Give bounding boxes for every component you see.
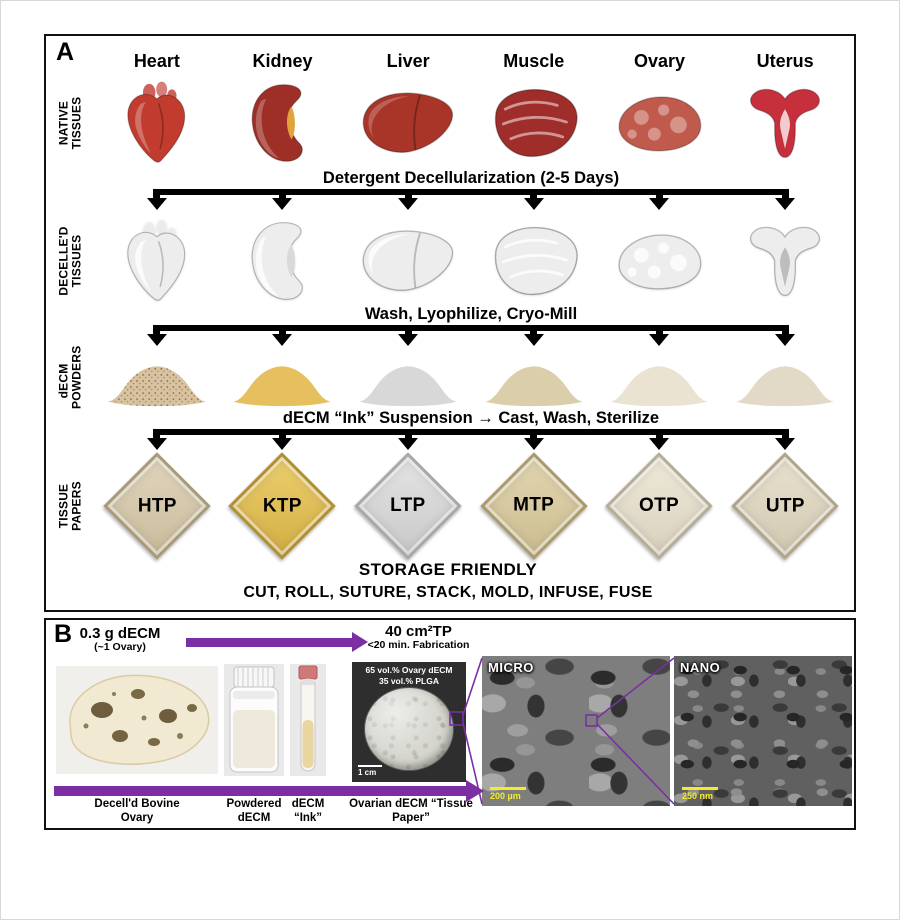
muscle-decelled-illustration	[483, 218, 585, 304]
step-decellularization: Detergent Decellularization (2-5 Days)	[48, 169, 848, 216]
heart-powder-pile	[104, 355, 210, 407]
uterus-powder-pile	[732, 355, 838, 407]
caption-powder: Powdered dECM	[226, 798, 282, 824]
disc-composition-line2: 35 vol.% PLGA	[379, 675, 439, 686]
tissue-paper-ktp: KTP	[228, 452, 337, 560]
kidney-decelled-illustration	[231, 218, 333, 304]
tissue-paper-htp: HTP	[103, 452, 211, 560]
decm-powders-row: dECM POWDERS	[48, 345, 848, 410]
tissue-paper-utp: UTP	[731, 452, 839, 560]
disc-composition-line1: 65 vol.% Ovary dECM	[365, 665, 453, 675]
kidney-native-illustration	[231, 80, 333, 166]
mtp-label: MTP	[513, 494, 555, 516]
step-casting-arrows	[94, 429, 848, 456]
storage-note: STORAGE FRIENDLY	[358, 560, 538, 579]
uterus-native-illustration	[734, 80, 836, 166]
arrow-bar	[152, 325, 790, 331]
muscle-native-illustration	[483, 80, 585, 166]
ovary-cross-section-photo	[56, 666, 218, 774]
scale-bar-line	[682, 787, 718, 790]
disc-scale-text: 1 cm	[358, 768, 377, 777]
scale-bar-line	[490, 787, 526, 790]
row-label-tissue-papers: TISSUE PAPERS	[56, 481, 84, 531]
row-label-native-tissues: NATIVE TISSUES	[56, 96, 84, 150]
output-amount-group: 40 cm²TP <20 min. Fabrication	[346, 623, 491, 652]
ink-tube-photo	[290, 664, 326, 776]
organ-name-liver: Liver	[386, 50, 430, 71]
powder-jar-photo	[224, 664, 284, 776]
micro-sem-image: MICRO 200 µm	[482, 656, 670, 806]
organ-header-row: Heart Kidney Liver Muscle Ovary Uterus	[48, 38, 848, 76]
step-powdering: Wash, Lyophilize, Cryo-Mill	[48, 305, 848, 352]
ovary-decelled-illustration	[608, 218, 710, 304]
muscle-powder-pile	[481, 355, 587, 407]
organ-name-heart: Heart	[133, 50, 180, 71]
caption-tissue-paper: Ovarian dECM “Tissue Paper”	[349, 798, 473, 824]
liver-powder-pile	[355, 355, 461, 407]
panel-a: A Heart Kidney Liver Muscle Ovary Uterus…	[44, 34, 856, 612]
tissue-paper-disc	[365, 688, 453, 771]
organ-name-kidney: Kidney	[252, 50, 313, 71]
row-label-decelled-tissues: DECELLE'D TISSUES	[56, 226, 84, 296]
caption-ovary: Decell'd Bovine Ovary	[94, 798, 180, 824]
input-amount-group: 0.3 g dECM (~1 Ovary)	[60, 625, 180, 654]
liver-native-illustration	[357, 80, 459, 166]
output-amount: 40 cm²TP	[385, 623, 452, 640]
input-note: (~1 Ovary)	[94, 641, 146, 654]
nano-sem-image: NANO 250 nm	[674, 656, 852, 806]
tissue-paper-ltp: LTP	[354, 452, 462, 560]
panel-b: B 0.3 g dECM (~1 Ovary) 40 cm²TP <20 min…	[44, 618, 856, 830]
micro-label: MICRO	[488, 660, 534, 675]
htp-label: HTP	[137, 495, 177, 516]
liver-decelled-illustration	[357, 218, 459, 304]
tissue-paper-disc-photo: 65 vol.% Ovary dECM 35 vol.% PLGA 1 cm	[352, 662, 466, 782]
step-casting-label: dECM “Ink” Suspension → Cast, Wash, Ster…	[282, 409, 660, 427]
nano-scale-text: 250 nm	[682, 791, 714, 801]
organ-name-muscle: Muscle	[503, 50, 565, 71]
micro-scale-bar: 200 µm	[490, 787, 526, 801]
ovary-native-illustration	[608, 80, 710, 166]
fabrication-arrow	[186, 632, 368, 652]
ovary-powder-pile	[606, 355, 712, 407]
ltp-label: LTP	[390, 495, 426, 516]
native-tissues-row: NATIVE TISSUES	[48, 76, 848, 170]
ovary-slice-illustration	[56, 666, 218, 774]
step-powdering-arrows	[94, 325, 848, 352]
heart-decelled-illustration	[106, 218, 208, 304]
tissue-papers-row: TISSUE PAPERS HTP KTP LTP MTP OTP UTP	[48, 452, 848, 560]
step-powdering-label: Wash, Lyophilize, Cryo-Mill	[364, 305, 578, 323]
kidney-powder-pile	[229, 355, 335, 407]
ink-tube-illustration	[290, 664, 326, 776]
scale-bar-line	[358, 765, 382, 767]
arrow-bar	[152, 429, 790, 435]
decelled-tissues-row: DECELLE'D TISSUES	[48, 216, 848, 306]
powder-jar-illustration	[224, 664, 284, 776]
disc-scale-bar: 1 cm	[358, 765, 382, 777]
step-casting: dECM “Ink” Suspension → Cast, Wash, Ster…	[48, 409, 848, 456]
tissue-paper-mtp: MTP	[480, 452, 588, 560]
handling-note: CUT, ROLL, SUTURE, STACK, MOLD, INFUSE, …	[243, 584, 653, 601]
micro-scale-text: 200 µm	[490, 791, 521, 801]
organ-name-ovary: Ovary	[633, 50, 686, 71]
input-amount: 0.3 g dECM	[79, 625, 161, 642]
nano-label: NANO	[680, 660, 721, 675]
step-decellularization-arrows	[94, 189, 848, 216]
panel-b-label: B	[54, 620, 73, 648]
heart-native-illustration	[106, 80, 208, 166]
ktp-label: KTP	[263, 495, 302, 516]
process-arrow	[54, 780, 484, 802]
step-decellularization-label: Detergent Decellularization (2-5 Days)	[322, 169, 620, 187]
otp-label: OTP	[639, 495, 680, 516]
caption-ink: dECM “Ink”	[291, 798, 325, 824]
tissue-paper-otp: OTP	[605, 452, 714, 560]
utp-label: UTP	[765, 495, 805, 516]
uterus-decelled-illustration	[734, 218, 836, 304]
disc-composition-label: 65 vol.% Ovary dECM 35 vol.% PLGA	[352, 662, 466, 686]
arrow-bar	[152, 189, 790, 195]
organ-name-uterus: Uterus	[756, 50, 814, 71]
nano-scale-bar: 250 nm	[682, 787, 718, 801]
row-label-decm-powders: dECM POWDERS	[56, 345, 84, 409]
panel-a-label: A	[56, 38, 75, 66]
output-note: <20 min. Fabrication	[367, 639, 470, 652]
